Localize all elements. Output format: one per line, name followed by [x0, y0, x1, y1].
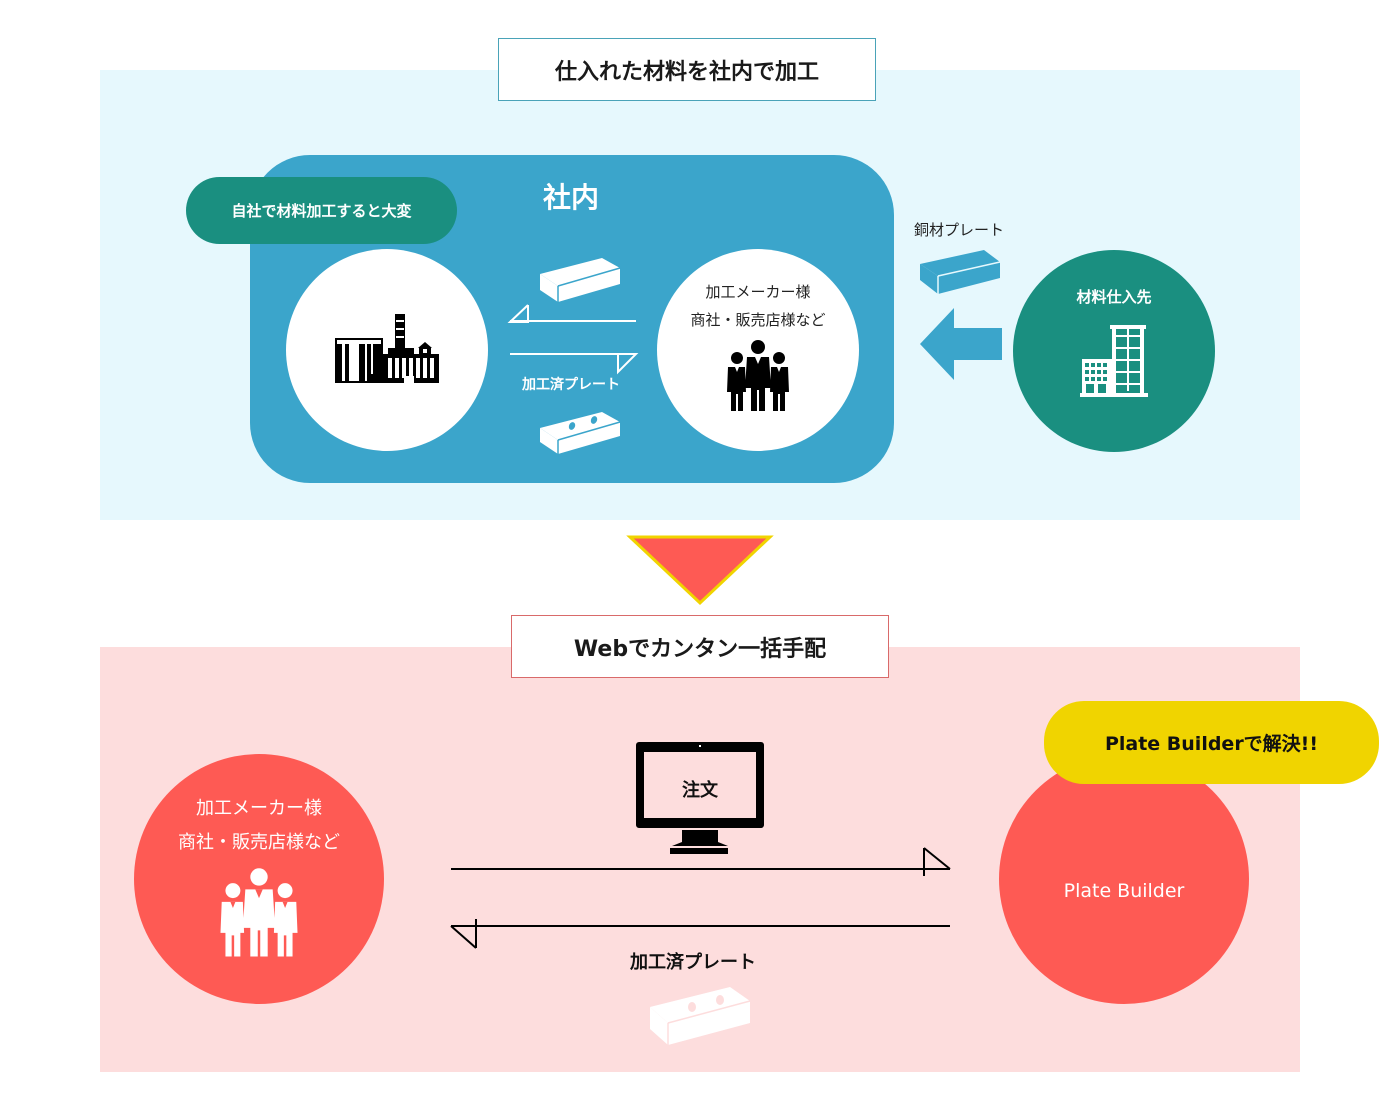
delivery-arrow-left	[450, 919, 950, 949]
order-arrow-right	[451, 847, 951, 876]
solution-badge: Plate Builderで解決!!	[1044, 701, 1379, 784]
processed-plate-icon	[540, 412, 621, 454]
maker-circle-bottom: 加工メーカー様 商社・販売店様など	[134, 754, 384, 1004]
down-arrow-icon	[626, 535, 774, 606]
office-building-icon	[1080, 324, 1148, 397]
maker-line-2: 商社・販売店様など	[178, 832, 340, 853]
company-label: 社内	[542, 181, 599, 214]
difficulty-badge: 自社で材料加工すると大変	[186, 177, 457, 244]
maker-line-2: 商社・販売店様など	[690, 311, 826, 329]
processed-plate-label-top: 加工済プレート	[522, 377, 620, 393]
computer-monitor-icon	[636, 742, 764, 854]
copper-plate-icon	[920, 250, 1001, 294]
maker-line-1: 加工メーカー様	[196, 798, 322, 819]
in-house-title: 仕入れた材料を社内で加工	[498, 38, 876, 101]
copper-plate-label: 銅材プレート	[914, 221, 1005, 239]
arrow-left-to-factory	[507, 304, 636, 323]
factory-icon	[335, 314, 439, 383]
supplier-label: 材料仕入先	[1076, 287, 1152, 306]
web-title: Webでカンタン一括手配	[511, 615, 889, 678]
factory-circle	[286, 249, 488, 451]
processed-plate-icon	[650, 987, 751, 1045]
raw-plate-icon	[540, 258, 621, 302]
supplier-circle: 材料仕入先	[1013, 250, 1215, 452]
business-people-icon	[220, 868, 298, 957]
maker-line-1: 加工メーカー様	[705, 283, 811, 301]
plate-builder-label: Plate Builder	[1063, 880, 1185, 902]
business-people-icon	[727, 340, 789, 411]
supply-arrow-left-icon	[920, 308, 1002, 380]
maker-circle-top: 加工メーカー様 商社・販売店様など	[657, 249, 859, 451]
plate-builder-circle: Plate Builder	[999, 754, 1249, 1004]
arrow-right-to-maker	[510, 353, 639, 375]
processed-plate-label-bottom: 加工済プレート	[630, 952, 756, 973]
order-label: 注文	[682, 780, 718, 801]
